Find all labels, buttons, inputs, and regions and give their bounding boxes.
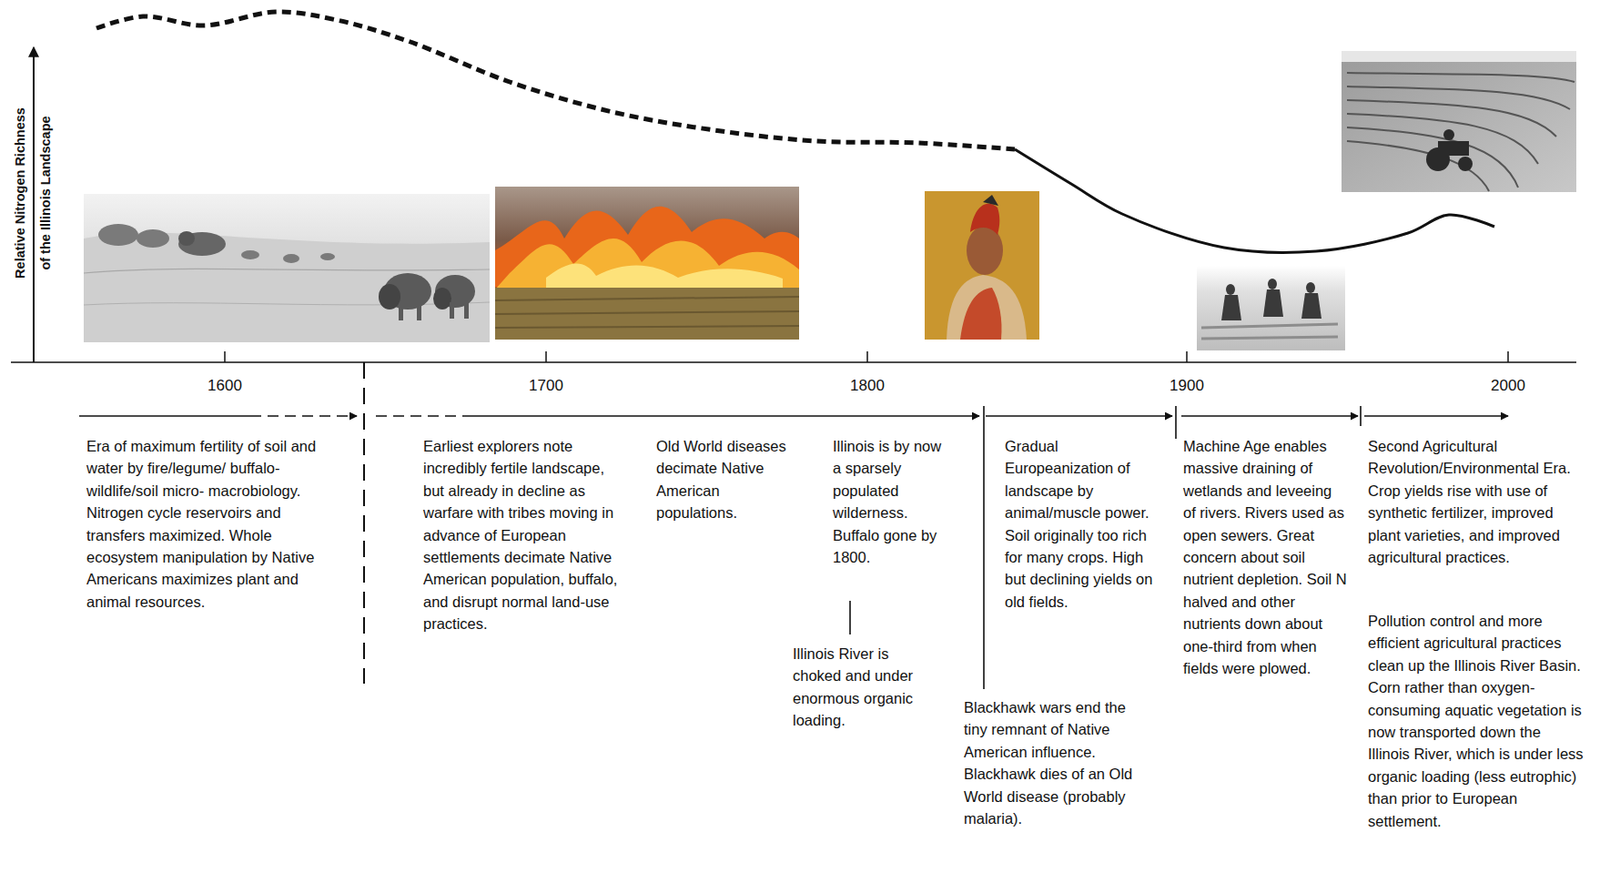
era-note: Blackhawk wars end the tiny remnant of N… xyxy=(963,696,1146,830)
curve-dashed xyxy=(96,11,1015,150)
bison xyxy=(178,232,226,256)
era-arrow xyxy=(985,415,1173,417)
tick xyxy=(1507,351,1509,363)
bison-herd xyxy=(98,223,335,264)
worker xyxy=(1221,294,1242,321)
flames xyxy=(546,263,783,288)
portrait-body xyxy=(946,274,1027,340)
prairie-fire-photo xyxy=(495,186,800,340)
tractor-photo xyxy=(1341,50,1577,193)
bison xyxy=(283,253,300,264)
era-note: Era of maximum fertility of soil and wat… xyxy=(86,435,335,613)
era-arrow xyxy=(1181,415,1358,417)
y-axis xyxy=(32,47,35,363)
blackhawk-portrait xyxy=(924,191,1040,340)
era-arrow xyxy=(79,415,251,417)
era-divider xyxy=(363,362,365,684)
portrait-ground xyxy=(924,191,1040,340)
farm-workers-photo xyxy=(1196,265,1346,351)
curve-solid xyxy=(1014,149,1495,254)
dry-grass xyxy=(495,287,800,340)
worker xyxy=(1263,289,1284,317)
flames xyxy=(495,238,800,290)
era-arrow xyxy=(250,415,357,417)
tractor-wheel xyxy=(1458,156,1473,172)
era-divider xyxy=(982,405,985,689)
bison xyxy=(136,229,170,248)
portrait-cloth xyxy=(960,287,1003,340)
era-note: Old World diseases decimate Native Ameri… xyxy=(656,435,793,525)
portrait-feather xyxy=(982,194,999,206)
bison xyxy=(178,231,195,246)
photo-sky xyxy=(1341,50,1577,62)
tick xyxy=(1185,351,1188,363)
era-note: Second Agricultural Revolution/Environme… xyxy=(1367,435,1587,568)
workers xyxy=(1221,278,1322,321)
bison xyxy=(320,253,335,261)
axis-title: Relative Nitrogen Richness of the Illino… xyxy=(7,101,59,284)
x-axis xyxy=(10,361,1577,364)
prairie-line xyxy=(83,268,490,274)
worker xyxy=(1306,282,1316,294)
bison xyxy=(241,250,260,260)
era-divider xyxy=(1174,405,1177,439)
tractor-body xyxy=(1437,141,1469,156)
year-label: 2000 xyxy=(1490,376,1526,395)
era-note: Illinois is by now a sparsely populated … xyxy=(832,435,944,568)
bison-leg xyxy=(449,302,455,319)
era-note: Machine Age enables massive draining of … xyxy=(1183,435,1347,679)
furrow xyxy=(1346,141,1489,192)
worker xyxy=(1267,278,1277,290)
worker xyxy=(1225,283,1236,295)
bison-leg xyxy=(416,303,422,321)
furrows xyxy=(1346,72,1575,192)
tractor-driver xyxy=(1443,129,1455,141)
era-arrow xyxy=(468,415,980,417)
era-note: Gradual Europeanization of landscape by … xyxy=(1004,435,1165,613)
prairie-line xyxy=(83,302,490,305)
nitrogen-curve xyxy=(96,11,1495,254)
year-label: 1600 xyxy=(207,376,243,395)
tick xyxy=(545,351,547,363)
worker xyxy=(1301,293,1322,319)
era-arrow xyxy=(1364,415,1509,417)
bison-leg xyxy=(464,302,469,319)
era-arrow xyxy=(375,415,469,417)
era-arrows xyxy=(79,362,1509,689)
photo-ground xyxy=(1196,265,1346,351)
photo-ground xyxy=(495,186,800,340)
year-label: 1800 xyxy=(850,376,885,395)
portrait-headdress xyxy=(970,203,1000,235)
leader-line xyxy=(849,600,851,635)
furrow xyxy=(1346,72,1575,82)
engraving-ground xyxy=(83,193,490,343)
furrow xyxy=(1346,127,1519,188)
grass-lines xyxy=(495,296,800,328)
tick xyxy=(223,351,226,363)
photo-ground xyxy=(1341,50,1577,193)
bison-leg xyxy=(398,303,404,321)
bison xyxy=(433,287,452,310)
year-label: 1900 xyxy=(1169,376,1205,395)
bison-engraving xyxy=(83,193,490,343)
era-note: Illinois River is choked and under enorm… xyxy=(792,642,939,732)
year-label: 1700 xyxy=(528,376,564,395)
bison-foreground xyxy=(378,273,476,321)
prairie-hill xyxy=(83,232,490,343)
tractor xyxy=(1426,129,1473,172)
era-note: Pollution control and more efficient agr… xyxy=(1367,609,1587,832)
bison xyxy=(378,283,401,310)
bison xyxy=(98,223,139,246)
tick xyxy=(866,351,869,363)
axis-ticks xyxy=(224,351,1509,363)
era-divider xyxy=(1359,405,1362,426)
era-note: Earliest explorers note incredibly ferti… xyxy=(423,435,618,636)
crop-rows xyxy=(1201,324,1338,339)
